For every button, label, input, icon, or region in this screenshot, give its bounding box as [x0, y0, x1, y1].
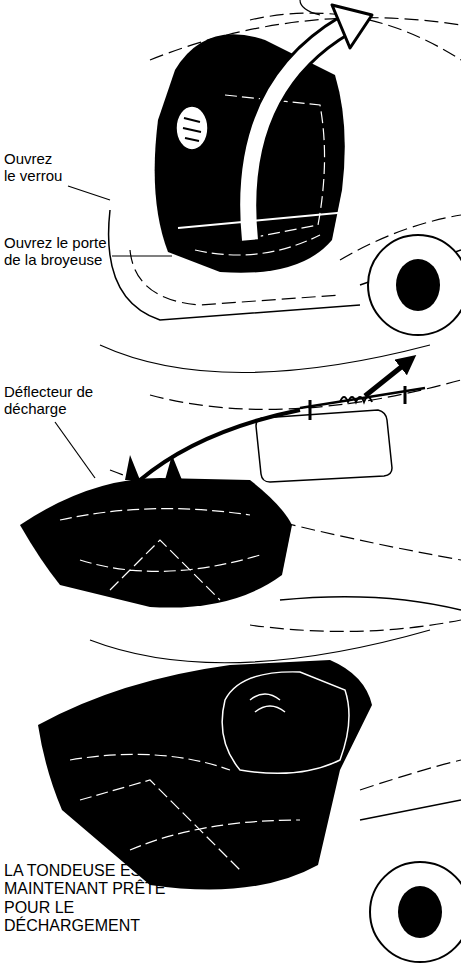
status-note: LA TONDEUSE EST MAINTENANT PRÊTE POUR LE… [4, 862, 166, 936]
deck-edge [100, 345, 430, 373]
leader-line [55, 422, 95, 478]
deflector-hook [140, 410, 300, 480]
motion-arrow-head [332, 5, 372, 48]
wheel-hub [398, 886, 442, 938]
part-label: Ouvrez le verrou [4, 150, 68, 185]
deflector-seam [60, 509, 260, 600]
hinge-bracket [310, 386, 405, 420]
door-edge [178, 212, 348, 228]
part-label: Ouvrez le porte de la broyeuse [4, 234, 114, 269]
deck-edge [300, 0, 320, 15]
discharge-deflector [38, 660, 372, 890]
panel-ready [38, 620, 461, 962]
latch-knob [176, 106, 208, 150]
latch-grip [183, 118, 201, 141]
leader-line [112, 255, 172, 256]
part-label: Déflecteur de décharge [4, 383, 100, 418]
deck-edge [90, 630, 430, 663]
wheel [368, 235, 461, 335]
deflector-tab [125, 455, 182, 480]
deck-edge [280, 597, 461, 610]
discharge-deflector [20, 478, 292, 608]
latch-knob [250, 694, 285, 712]
deck-seam [250, 620, 461, 631]
deck-edge [360, 800, 461, 820]
spring [340, 397, 372, 402]
motion-arrow [248, 25, 345, 240]
motion-arrow-outline [248, 25, 345, 240]
deflector-seam [70, 754, 300, 870]
deck-seam [360, 760, 461, 790]
deck-seam [150, 380, 461, 409]
discharge-opening [256, 410, 392, 482]
wheel [370, 862, 461, 962]
mulch-door [222, 672, 349, 773]
leader-line [68, 186, 110, 200]
panel-open-door [68, 0, 461, 335]
lift-arrow [365, 360, 410, 396]
wheel-hub [396, 259, 440, 311]
